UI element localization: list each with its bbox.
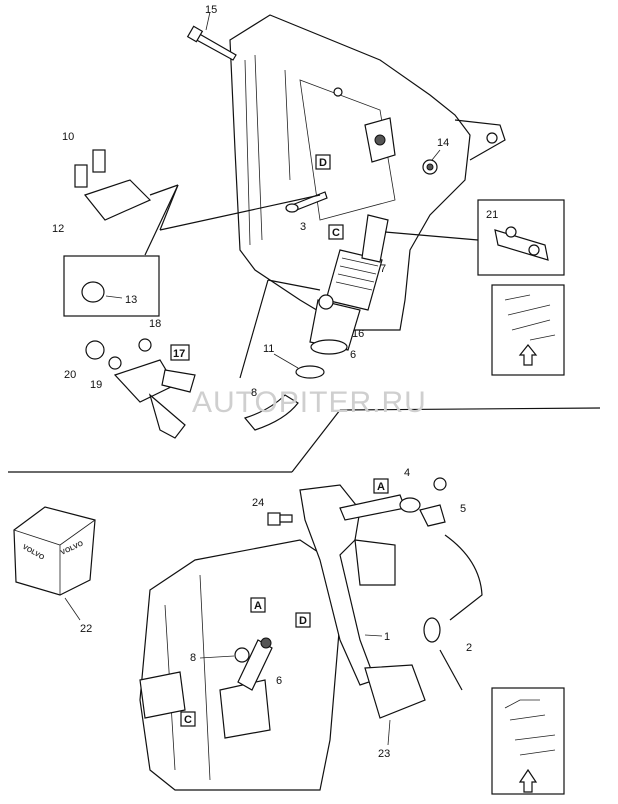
firewall-panel-top: [229, 14, 506, 331]
svg-text:C: C: [184, 714, 192, 726]
label-box-d-bottom: D: [295, 612, 311, 628]
label-box-c-top: C: [328, 224, 344, 240]
svg-text:D: D: [319, 157, 327, 169]
callout-23: 23: [378, 748, 390, 760]
callout-6-top: 6: [350, 349, 356, 361]
orientation-inset-top: [491, 284, 565, 376]
svg-text:17: 17: [173, 348, 185, 360]
callout-10: 10: [62, 131, 74, 143]
screw-3: [285, 191, 328, 213]
callout-13: 13: [125, 294, 137, 306]
bleed-valve-assembly-12: [74, 149, 179, 231]
label-box-d-top: D: [315, 154, 331, 170]
callout-2: 2: [466, 642, 472, 654]
callout-15: 15: [205, 4, 217, 16]
svg-text:C: C: [332, 227, 340, 239]
nut-14: [422, 159, 438, 175]
callout-18: 18: [149, 318, 161, 330]
callout-4: 4: [404, 467, 410, 479]
callout-8-bottom: 8: [190, 652, 196, 664]
label-box-c-bottom: C: [180, 711, 196, 727]
callout-22: 22: [80, 623, 92, 635]
nut-4: [433, 477, 447, 491]
clamp-11: [295, 365, 325, 379]
hose-8: [243, 394, 299, 431]
inset-box-13: [63, 255, 160, 317]
master-cylinder: [309, 214, 389, 355]
callout-16: 16: [352, 328, 364, 340]
callout-8-top: 8: [251, 387, 257, 399]
callout-14: 14: [437, 137, 449, 149]
callout-12: 12: [52, 223, 64, 235]
bolt-15: [186, 25, 237, 61]
label-box-a-bottom-2: A: [250, 597, 266, 613]
orientation-inset-bottom: [491, 687, 565, 795]
svg-text:A: A: [254, 600, 262, 612]
return-spring-2: [423, 534, 483, 691]
volvo-package-22: VOLVO VOLVO: [13, 506, 96, 596]
bolt-24: [267, 512, 293, 526]
callout-20: 20: [64, 369, 76, 381]
inset-box-21: [477, 199, 565, 276]
svg-text:A: A: [377, 481, 385, 493]
firewall-panel-bottom: [139, 539, 341, 791]
reservoir-assembly-17: [85, 338, 196, 439]
label-box-a-bottom-1: A: [373, 478, 389, 494]
callout-3: 3: [300, 221, 306, 233]
callout-5: 5: [460, 503, 466, 515]
callout-1: 1: [384, 631, 390, 643]
label-box-17: 17: [170, 344, 190, 361]
pedal-shaft-5: [339, 494, 446, 527]
callout-11: 11: [263, 343, 274, 355]
callout-7: 7: [380, 263, 386, 275]
cylinder-bottom: [234, 637, 273, 691]
watermark: AUTOPITER.RU: [192, 386, 427, 419]
callout-6-bottom: 6: [276, 675, 282, 687]
callout-19: 19: [90, 379, 102, 391]
svg-text:D: D: [299, 615, 307, 627]
callout-21: 21: [486, 209, 498, 221]
callout-24: 24: [252, 497, 264, 509]
clutch-pedal-1: [299, 484, 426, 719]
